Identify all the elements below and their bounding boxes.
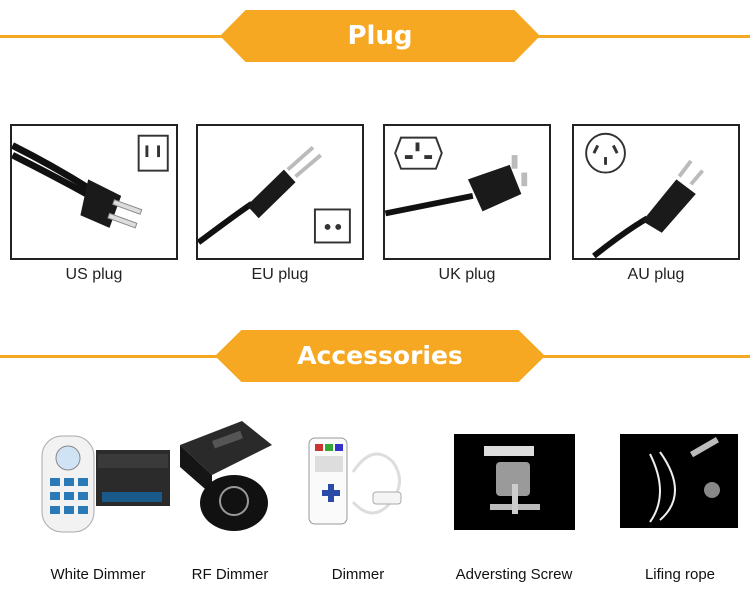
dimmer-image (303, 432, 413, 532)
uk-plug-image (383, 124, 551, 260)
eu-plug-image (196, 124, 364, 260)
au-plug-icon (585, 132, 705, 258)
banner-hex (215, 330, 545, 382)
plug-label-uk: UK plug (438, 266, 496, 283)
accessory-label-rope: Lifing rope (644, 566, 716, 583)
dimmer-icon (308, 437, 402, 525)
au-plug-image (572, 124, 740, 260)
rf-dimmer-image (172, 415, 280, 535)
accessories-section-title: Accessories (297, 341, 463, 370)
banner-hex (220, 10, 540, 62)
screw-image (454, 434, 575, 530)
accessory-label-rf-dimmer: RF Dimmer (191, 566, 269, 583)
white-dimmer-image (38, 430, 174, 534)
rf-dimmer-icon (180, 421, 272, 531)
us-plug-image (10, 124, 178, 260)
us-plug-icon (12, 134, 169, 229)
uk-plug-icon (385, 136, 528, 217)
rope-icon (620, 434, 738, 528)
screw-icon (454, 434, 575, 530)
plug-label-us: US plug (65, 266, 123, 283)
plug-label-au: AU plug (627, 266, 685, 283)
plug-banner: Plug (0, 10, 750, 62)
plug-label-eu: EU plug (251, 266, 309, 283)
accessories-banner: Accessories (0, 330, 750, 382)
eu-plug-icon (198, 145, 351, 245)
accessory-label-screw: Adversting Screw (455, 566, 573, 583)
accessory-label-dimmer: Dimmer (331, 566, 385, 583)
rope-image (620, 434, 738, 528)
accessory-label-white-dimmer: White Dimmer (50, 566, 146, 583)
plug-section-title: Plug (347, 21, 413, 51)
white-dimmer-icon (41, 435, 170, 533)
